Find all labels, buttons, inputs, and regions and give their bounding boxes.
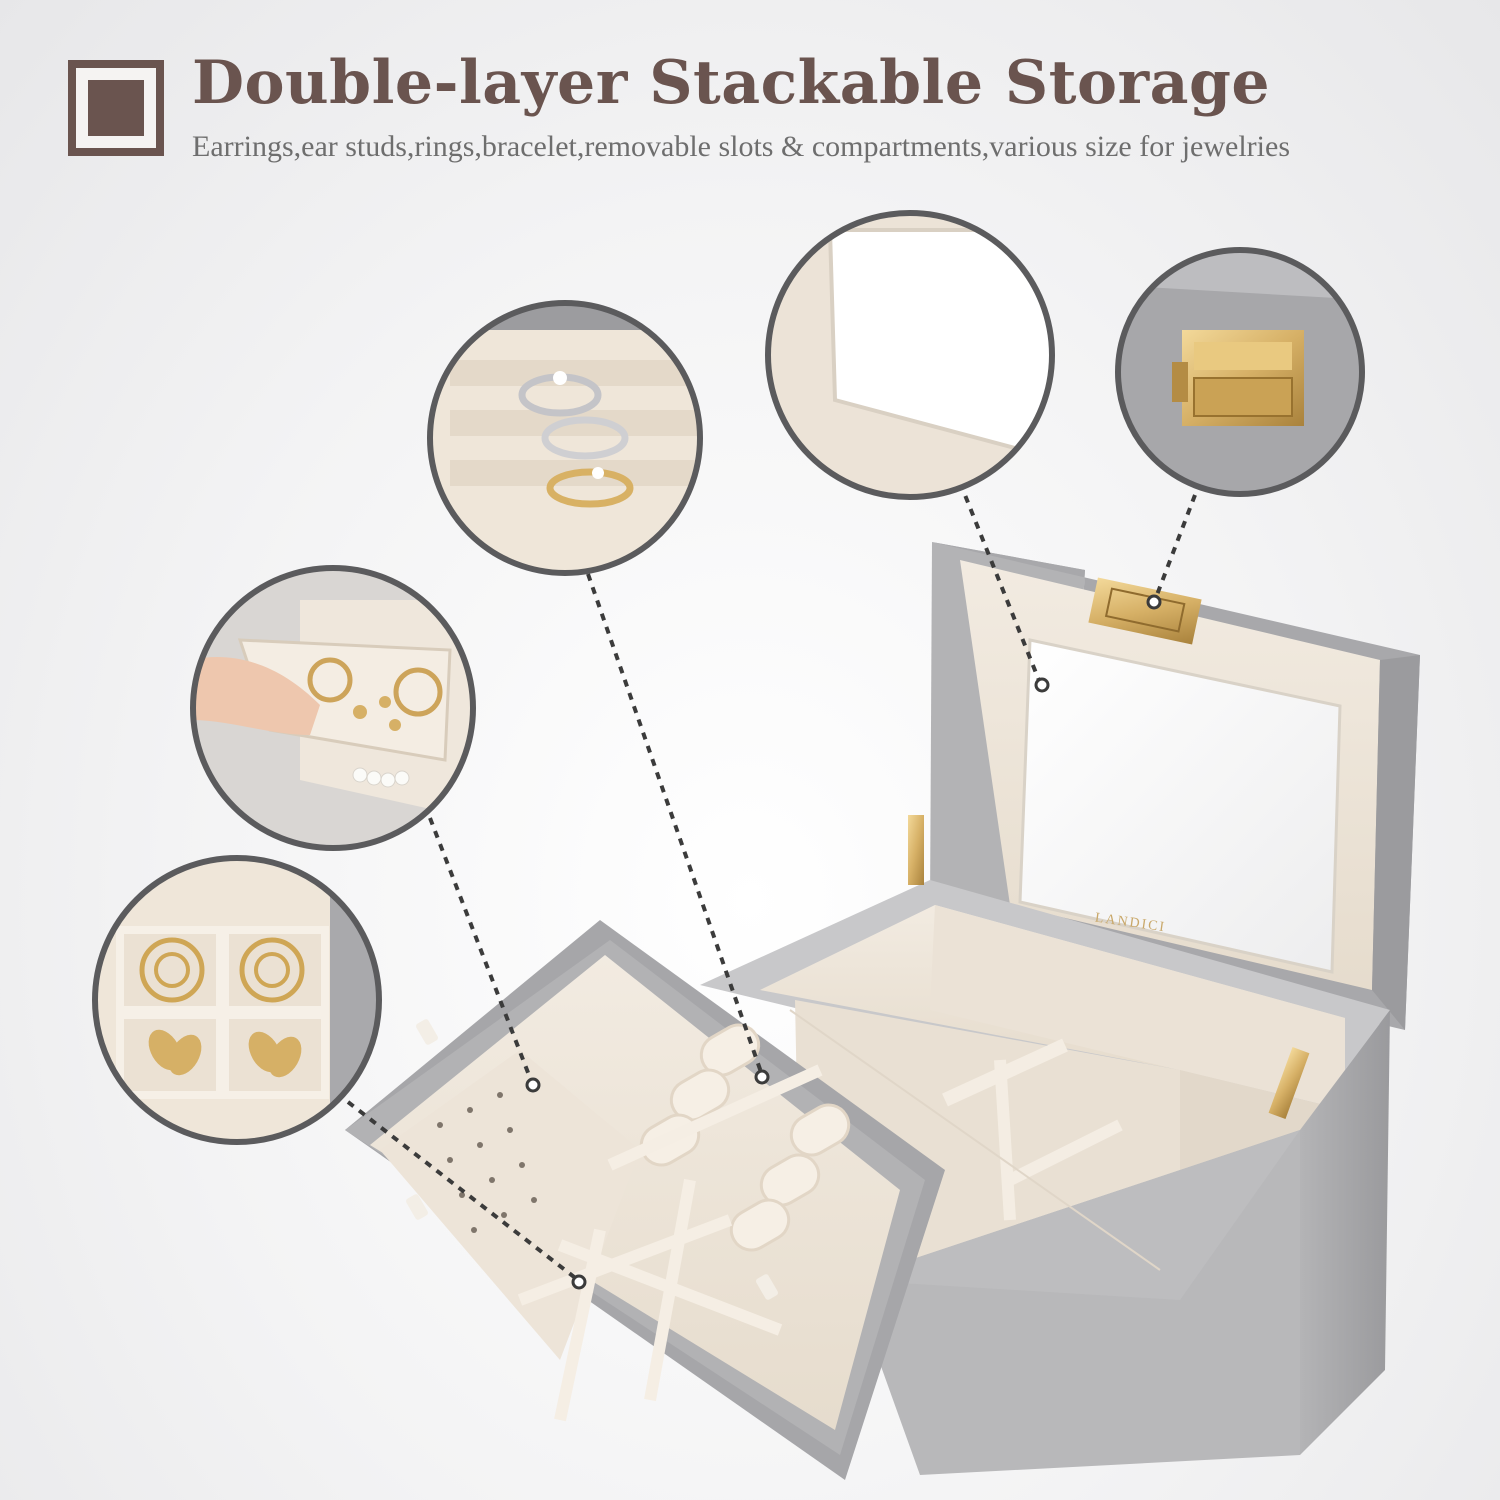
anchor-dot-clasp [1146, 594, 1162, 610]
top-tray [345, 920, 945, 1480]
callout-compartments [92, 855, 382, 1145]
callout-rings [427, 300, 703, 576]
main-box: LANDICI [700, 542, 1420, 1475]
anchor-dot-compartments [571, 1274, 587, 1290]
callout-mirror [765, 210, 1055, 500]
leader-lines [346, 469, 1197, 1282]
callout-earring-tray [190, 565, 476, 851]
anchor-dot-mirror [1034, 677, 1050, 693]
anchor-dot-rings [754, 1069, 770, 1085]
callout-clasp [1115, 247, 1365, 497]
anchor-dot-earring-tray [525, 1077, 541, 1093]
header-square-icon [68, 60, 164, 156]
page-subtitle: Earrings,ear studs,rings,bracelet,remova… [192, 130, 1290, 163]
page-title: Double-layer Stackable Storage [192, 48, 1271, 118]
